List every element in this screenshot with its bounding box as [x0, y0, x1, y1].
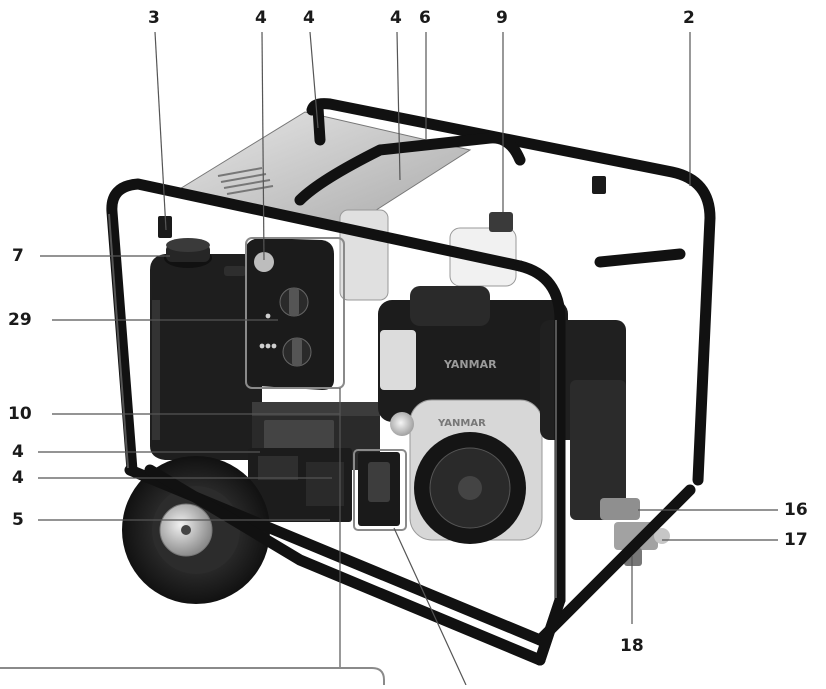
callout-4-top-a: 4: [255, 8, 267, 28]
fuse-box-highlight: [353, 449, 407, 531]
engine-brand-label: YANMAR: [443, 358, 497, 371]
callout-6: 6: [419, 8, 431, 28]
callout-7: 7: [12, 246, 24, 266]
callout-4-top-c: 4: [390, 8, 402, 28]
leader-3: [154, 31, 167, 231]
callout-16: 16: [784, 500, 808, 520]
callout-2: 2: [683, 8, 695, 28]
callout-4-left-a: 4: [12, 442, 24, 462]
control-panel: [246, 238, 334, 390]
callout-4-top-b: 4: [303, 8, 315, 28]
leader-4-top-c: [396, 31, 401, 181]
callout-9: 9: [496, 8, 508, 28]
pump-outlets: [600, 498, 670, 566]
callout-18: 18: [620, 636, 644, 656]
panel-knob-lower: [282, 337, 312, 367]
callout-17: 17: [784, 530, 808, 550]
callout-3: 3: [148, 8, 160, 28]
callout-29: 29: [8, 310, 32, 330]
diesel-engine: YANMAR YANMAR: [378, 286, 626, 544]
callout-4-left-b: 4: [12, 468, 24, 488]
leader-fuse-diagonal: [393, 527, 467, 686]
cover-vent-slots: [217, 167, 274, 195]
control-panel-highlight: [245, 237, 345, 389]
callout-5: 5: [12, 510, 24, 530]
panel-knob-upper: [279, 287, 309, 317]
leader-4-top-b: [309, 31, 319, 129]
leader-lines: [38, 31, 778, 686]
fuel-tank: [150, 238, 262, 460]
leader-4-top-a: [261, 31, 265, 261]
detail-box-outline: [0, 667, 385, 685]
frame-brackets: [158, 176, 606, 238]
fuse-box: [358, 452, 400, 526]
electrical-box: [248, 448, 352, 522]
engine-brand-plate: YANMAR: [437, 418, 486, 429]
callout-10: 10: [8, 404, 32, 424]
tubular-frame: [106, 98, 716, 666]
